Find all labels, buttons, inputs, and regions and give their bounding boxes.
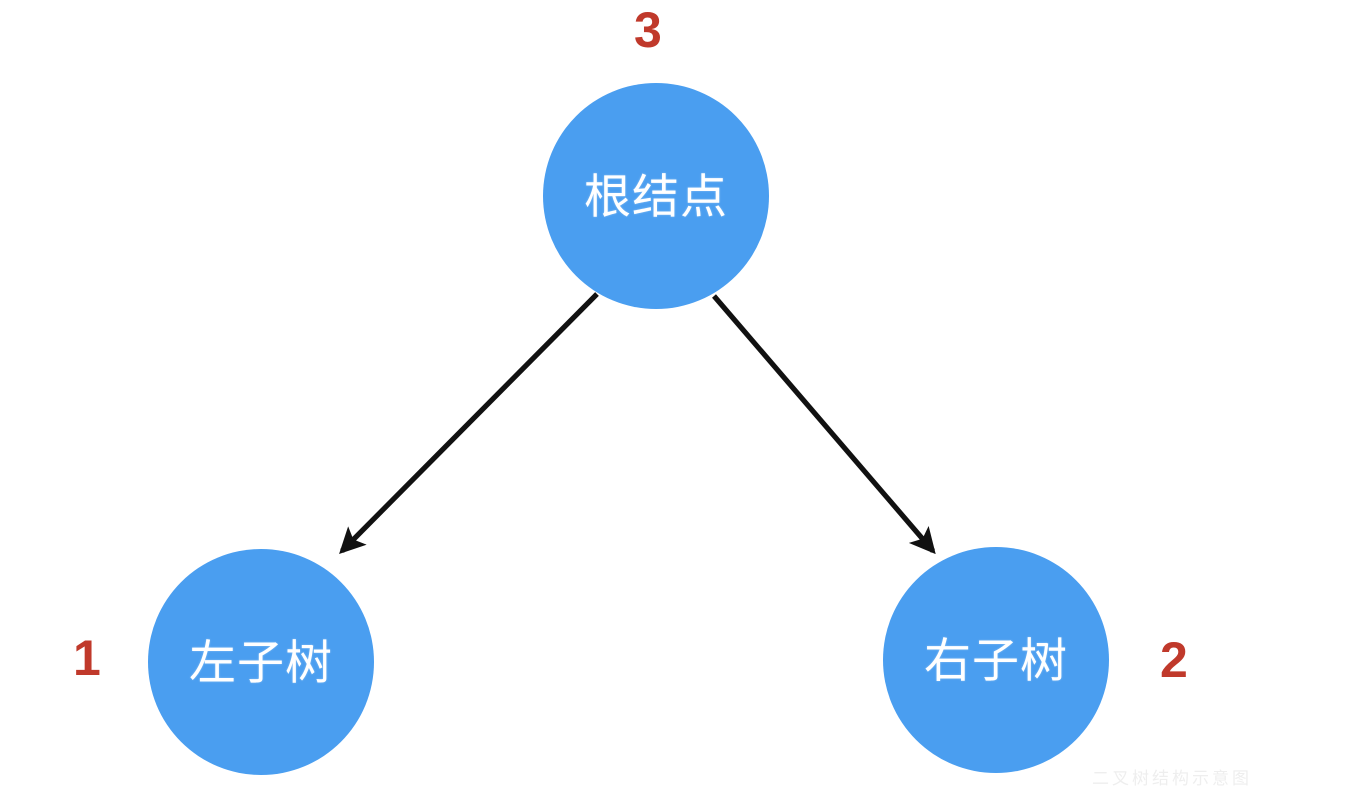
number-label-right-subtree: 2 [1160, 632, 1188, 688]
edge-root-to-right-subtree [712, 294, 936, 555]
node-root-label: 根结点 [584, 169, 728, 223]
node-right-subtree[interactable]: 右子树 [883, 547, 1109, 773]
number-label-left-subtree: 1 [73, 630, 101, 686]
node-left-subtree[interactable]: 左子树 [148, 549, 374, 775]
edge-root-to-left-subtree [339, 292, 599, 554]
number-label-root: 3 [634, 2, 662, 58]
node-right-subtree-label: 右子树 [924, 633, 1068, 687]
watermark-text: 二叉树结构示意图 [1092, 769, 1252, 788]
node-root[interactable]: 根结点 [543, 83, 769, 309]
node-left-subtree-label: 左子树 [189, 635, 333, 689]
